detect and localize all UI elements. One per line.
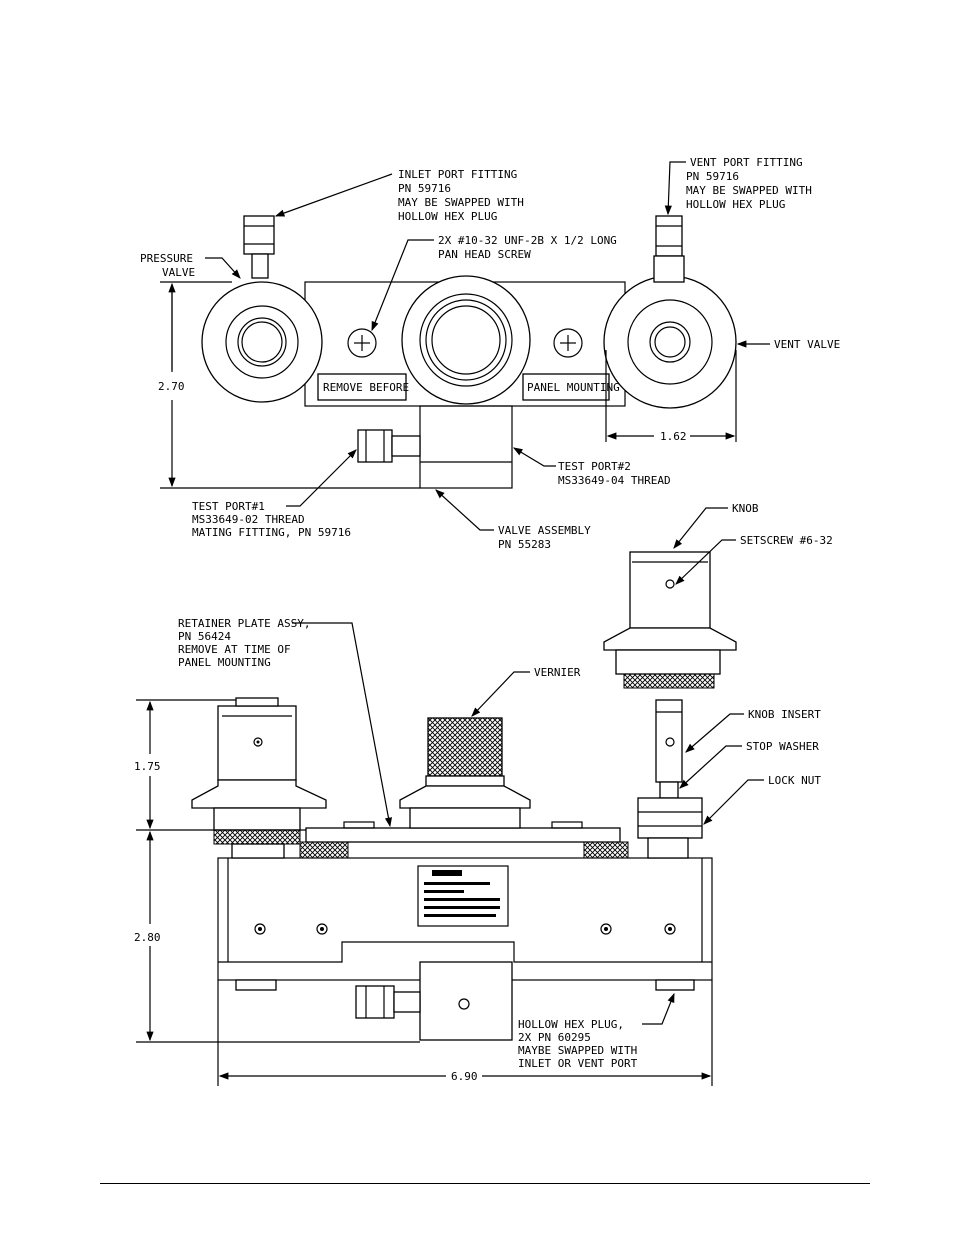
center-valve [401,275,531,405]
vent-valve [603,275,737,409]
valve-assembly-body [419,405,513,489]
dim-width-front-label: 6.90 [451,1070,478,1083]
pan-head-screw-right [553,328,583,358]
lock-nut-callout: LOCK NUT [768,774,821,787]
detached-knob [603,551,737,689]
top-view: REMOVE BEFORE PANEL MOUNTING [140,156,840,551]
hollow-hex-plug-right [655,979,695,991]
front-view: 1.75 2.80 6.90 KNOB SETSCREW #6-32 RETAI… [134,502,833,1086]
test-port-1-fitting [357,429,421,463]
setscrew-callout: SETSCREW #6-32 [740,534,833,547]
pressure-valve-callout: PRESSURE VALVE [140,252,200,279]
left-knob-assembly [191,697,327,859]
knob-callout: KNOB [732,502,759,515]
dim-upper-label: 1.75 [134,760,161,773]
vernier-callout: VERNIER [534,666,581,679]
nameplate [417,865,509,927]
retainer-callout: RETAINER PLATE ASSY, PN 56424 REMOVE AT … [178,617,317,669]
vent-valve-callout: VENT VALVE [774,338,840,351]
remove-before-plate [317,373,407,401]
valve-assembly-callout: VALVE ASSEMBLY PN 55283 [498,524,597,551]
panel-mounting-plate [522,373,610,401]
lock-nut [637,797,703,859]
pressure-valve [201,281,323,403]
footer-rule [100,1183,870,1184]
vernier [399,717,531,829]
test-port-1-callout: TEST PORT#1 MS33649-02 THREAD MATING FIT… [192,500,351,539]
screw-callout: 2X #10-32 UNF-2B X 1/2 LONG PAN HEAD SCR… [438,234,623,261]
hollow-hex-callout: HOLLOW HEX PLUG, 2X PN 60295 MAYBE SWAPP… [518,1018,644,1070]
valve-assembly-front [419,961,513,1041]
dim-lower-label: 2.80 [134,931,161,944]
test-port-fitting-front [355,985,395,1019]
knob-insert-callout: KNOB INSERT [748,708,821,721]
vent-port-fitting [653,215,685,283]
panel-mounting-label: PANEL MOUNTING [527,381,620,394]
dim-width-label: 1.62 [660,430,687,443]
stop-washer-callout: STOP WASHER [746,740,819,753]
retainer-plate [305,827,621,843]
remove-before-label: REMOVE BEFORE [323,381,409,394]
inlet-port-callout: INLET PORT FITTING PN 59716 MAY BE SWAPP… [398,168,530,223]
dim-height-label: 2.70 [158,380,185,393]
hollow-hex-plug-left [235,979,277,991]
pan-head-screw-left [347,328,377,358]
knob-insert [655,699,683,799]
vent-port-callout: VENT PORT FITTING PN 59716 MAY BE SWAPPE… [686,156,818,211]
test-port-2-callout: TEST PORT#2 MS33649-04 THREAD [558,460,671,487]
inlet-port-fitting [243,215,275,279]
